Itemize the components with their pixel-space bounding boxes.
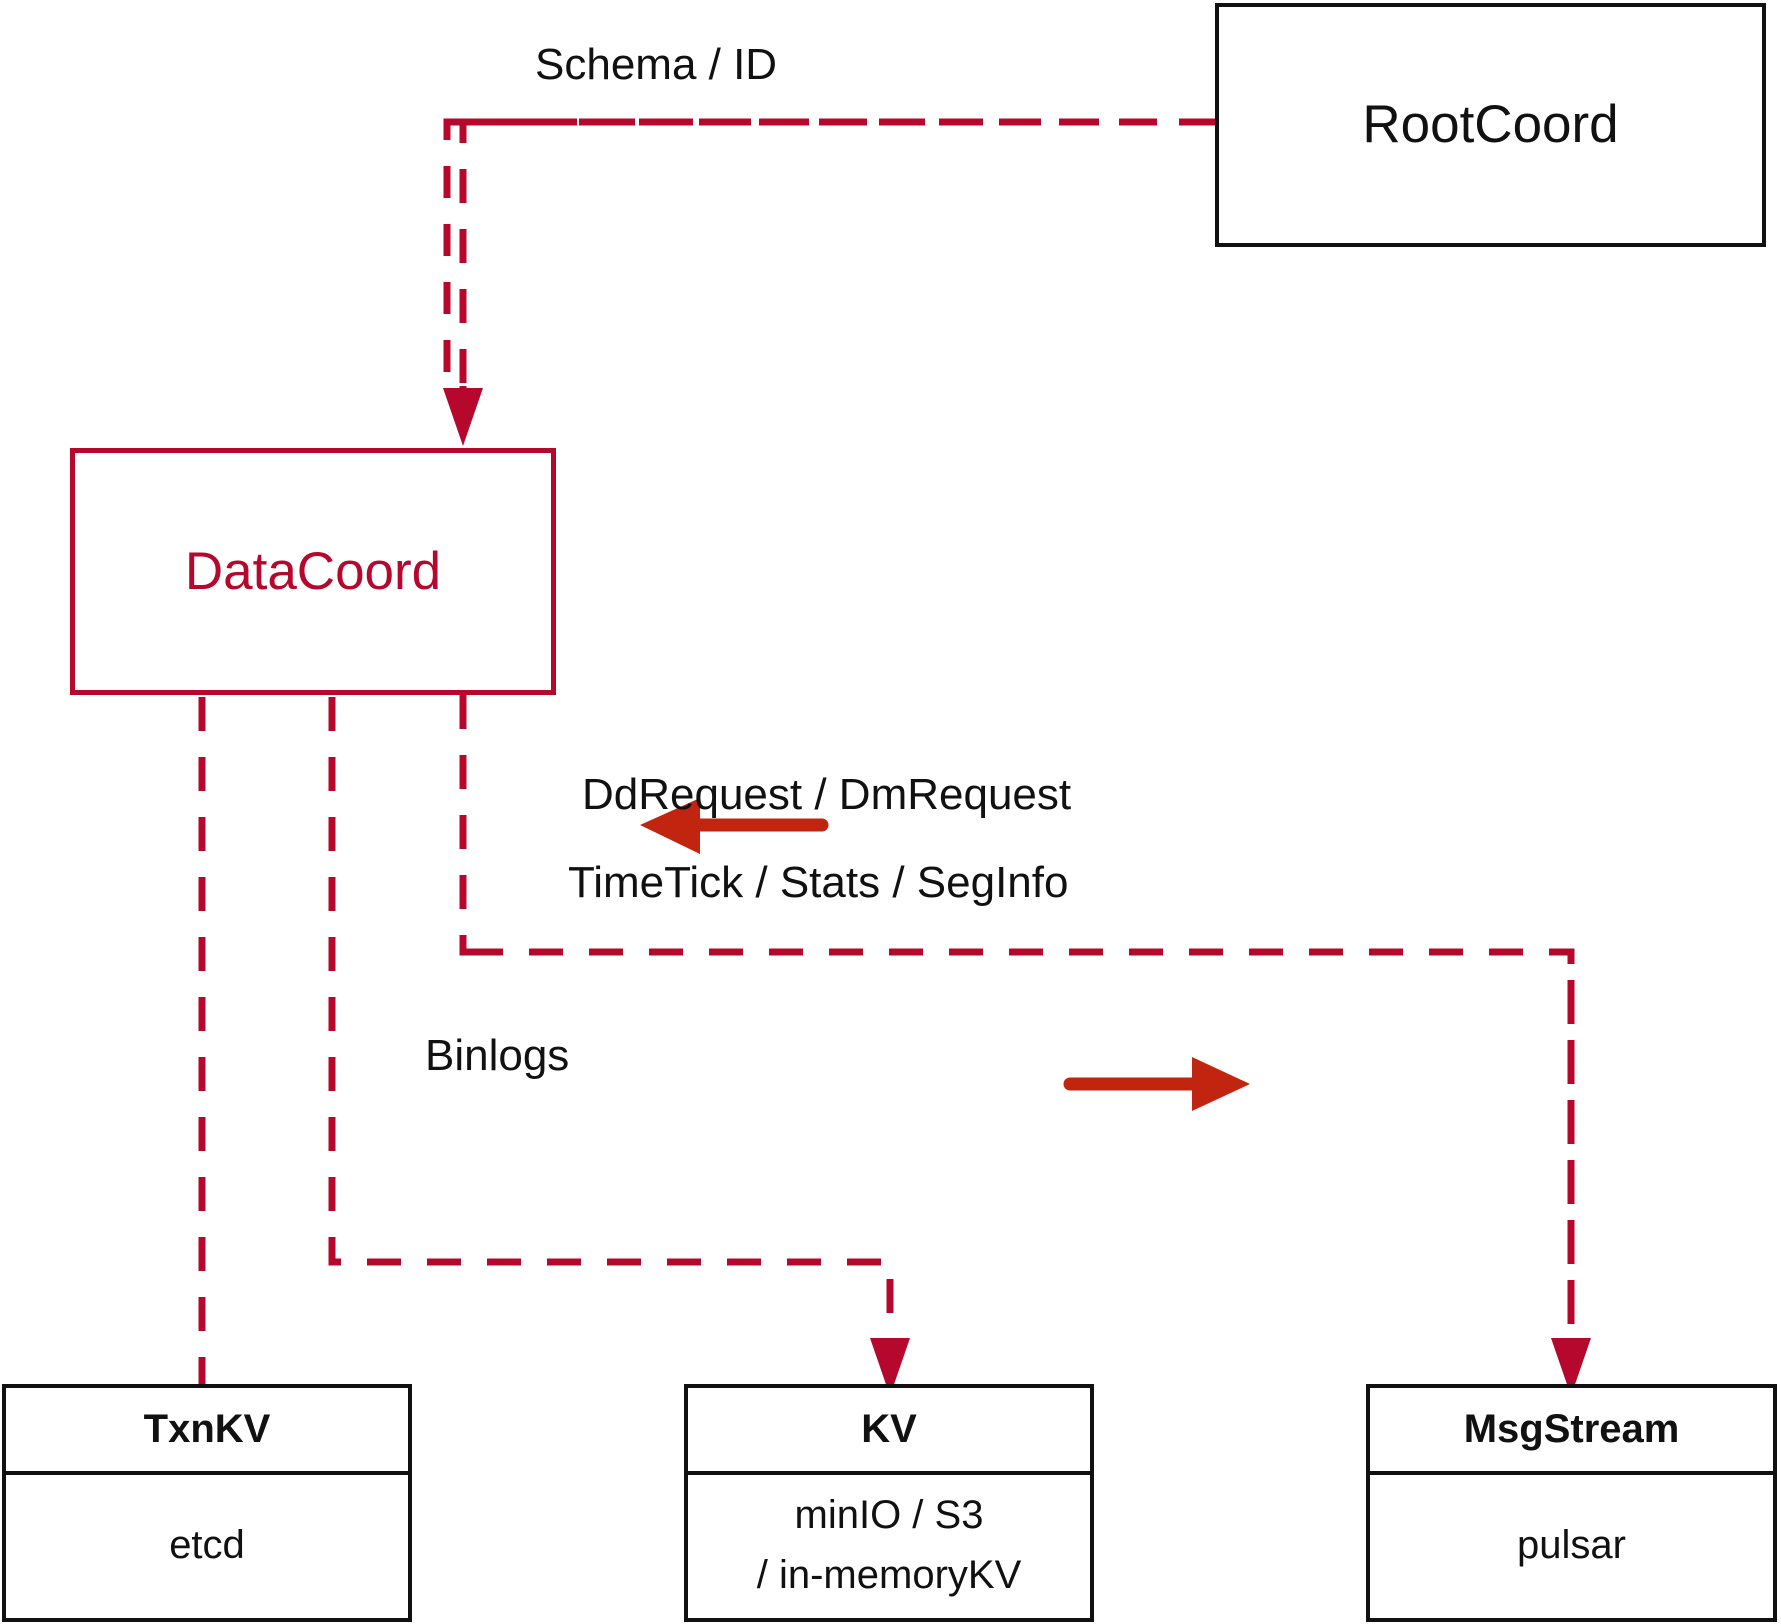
node-data-coord-label: DataCoord	[184, 541, 442, 601]
node-kv[interactable]: KV minIO / S3 / in-memoryKV	[684, 1384, 1094, 1622]
node-txn-kv-line-1: etcd	[169, 1522, 245, 1567]
node-txn-kv-body: etcd	[6, 1471, 408, 1618]
edge-label-binlogs: Binlogs	[425, 1031, 570, 1080]
direction-arrow-right-icon	[1063, 1057, 1250, 1111]
node-data-coord[interactable]: DataCoord	[70, 448, 556, 695]
edge-ddrequest-dmrequest	[443, 634, 1575, 1384]
node-txn-kv[interactable]: TxnKV etcd	[2, 1384, 412, 1622]
node-kv-line-2: / in-memoryKV	[756, 1552, 1022, 1597]
node-root-coord[interactable]: RootCoord	[1215, 3, 1766, 247]
node-msg-stream[interactable]: MsgStream pulsar	[1366, 1384, 1777, 1622]
edge-label-timetick-stats-seginfo: TimeTick / Stats / SegInfo	[568, 858, 1069, 907]
edge-schema-id-shaft	[443, 118, 1213, 446]
node-txn-kv-title: TxnKV	[6, 1388, 408, 1475]
edge-schema-id	[443, 118, 1215, 374]
node-msg-stream-line-1: pulsar	[1517, 1522, 1626, 1567]
node-root-coord-label: RootCoord	[1362, 94, 1619, 154]
node-msg-stream-body: pulsar	[1370, 1471, 1773, 1618]
node-kv-body: minIO / S3 / in-memoryKV	[688, 1471, 1090, 1618]
node-msg-stream-title: MsgStream	[1370, 1388, 1773, 1475]
edge-timetick-stats-seginfo	[1551, 980, 1591, 1396]
edge-label-dd-dm-request: DdRequest / DmRequest	[582, 770, 1072, 819]
edge-label-schema-id: Schema / ID	[535, 40, 778, 89]
node-kv-line-1: minIO / S3	[794, 1492, 984, 1537]
node-kv-title: KV	[688, 1388, 1090, 1475]
